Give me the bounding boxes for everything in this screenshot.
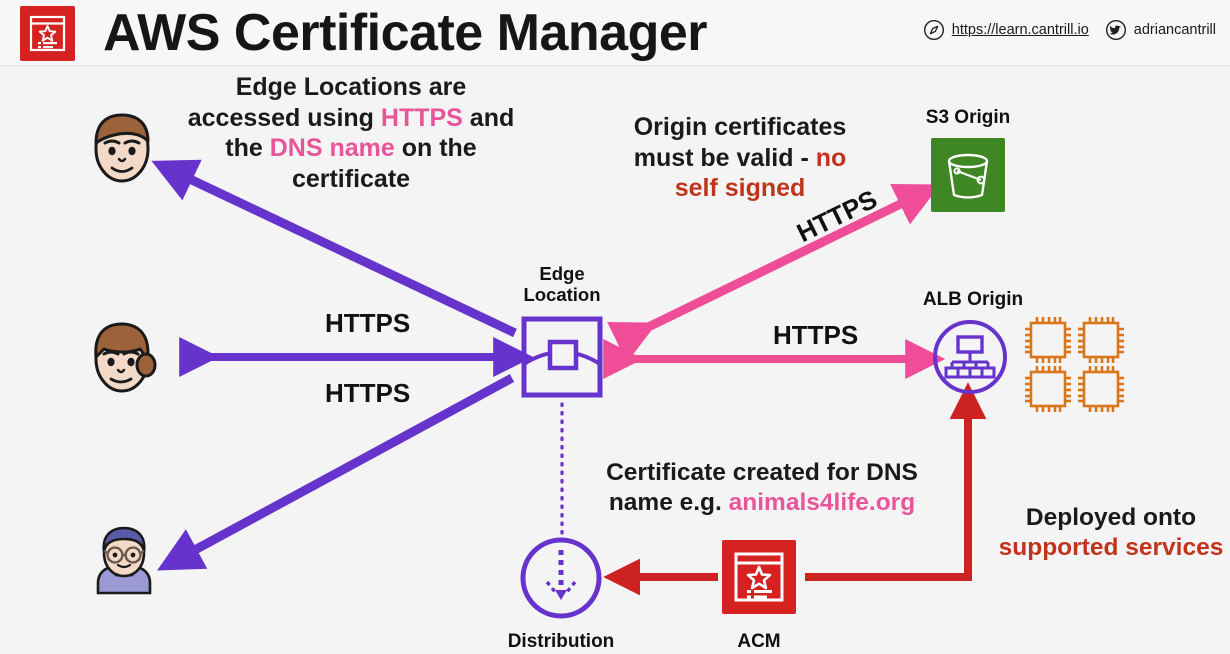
- header-links: https://learn.cantrill.io adriancantrill: [923, 19, 1216, 41]
- label-https-user-bottom: HTTPS: [325, 378, 411, 408]
- learn-cantrill-link[interactable]: https://learn.cantrill.io: [923, 19, 1089, 41]
- label-https-alb: HTTPS: [773, 320, 859, 350]
- page-header: AWS Certificate Manager https://learn.ca…: [0, 0, 1230, 66]
- note-edge-line2a: accessed using: [187, 103, 381, 132]
- note-edge-locations: Edge Locations are accessed using HTTPS …: [176, 72, 526, 194]
- twitter-handle-text: adriancantrill: [1133, 22, 1216, 38]
- note-certdns-line2a: name e.g.: [608, 488, 729, 516]
- application-load-balancer-icon[interactable]: [931, 318, 1009, 396]
- cloudfront-distribution-icon[interactable]: [519, 536, 603, 620]
- note-deployed-line1: Deployed onto: [1025, 504, 1197, 531]
- note-edge-line2c: and: [462, 103, 515, 132]
- twitter-handle-link[interactable]: adriancantrill: [1105, 19, 1216, 41]
- learn-cantrill-url[interactable]: https://learn.cantrill.io: [951, 22, 1089, 38]
- note-origin-selfsigned: self signed: [674, 174, 806, 202]
- twitter-bird-icon: [1105, 19, 1127, 41]
- alb-origin-label: ALB Origin: [922, 289, 1024, 310]
- user-avatar-female-icon: [78, 313, 166, 401]
- note-edge-line1: Edge Locations are: [235, 73, 467, 101]
- note-certdns-line1: Certificate created for DNS: [606, 459, 918, 486]
- note-edge-line3a: the: [225, 134, 270, 162]
- s3-origin-label: S3 Origin: [925, 107, 1011, 128]
- note-origin-line1: Origin certificates: [633, 113, 847, 141]
- label-https-user-middle: HTTPS: [325, 308, 411, 338]
- note-edge-line3c: on the: [394, 134, 477, 162]
- user-avatar-male-icon: [78, 103, 166, 191]
- note-certdns-domain: animals4life.org: [728, 488, 916, 516]
- distribution-label: Distribution: [507, 631, 615, 652]
- edge-location-label-line1: Edge: [539, 263, 585, 284]
- acm-label: ACM: [737, 631, 781, 652]
- note-edge-line4: certificate: [291, 164, 411, 193]
- note-certificate-dns: Certificate created for DNS name e.g. an…: [596, 458, 928, 518]
- edge-location-label-line2: Location: [523, 284, 601, 306]
- compass-icon: [923, 19, 945, 41]
- note-deployed-services: Deployed onto supported services: [992, 503, 1230, 563]
- ec2-instances-icon: [1022, 315, 1124, 412]
- note-origin-no: no: [815, 143, 847, 172]
- note-origin-line2a: must be valid -: [633, 143, 816, 172]
- page-title: AWS Certificate Manager: [103, 4, 708, 62]
- arrow-edge-to-s3: [607, 184, 941, 363]
- edge-location-icon[interactable]: [521, 316, 603, 398]
- edge-location-label: Edge Location: [492, 263, 632, 306]
- user-avatar-glasses-icon: [88, 523, 160, 603]
- note-edge-https: HTTPS: [380, 103, 463, 132]
- acm-certificate-icon: [20, 6, 75, 61]
- s3-bucket-icon[interactable]: [931, 138, 1005, 212]
- note-edge-dnsname: DNS name: [269, 134, 395, 162]
- acm-node-icon[interactable]: [722, 540, 796, 614]
- note-origin-certificates: Origin certificates must be valid - no s…: [604, 112, 876, 204]
- note-deployed-line2: supported services: [998, 533, 1224, 561]
